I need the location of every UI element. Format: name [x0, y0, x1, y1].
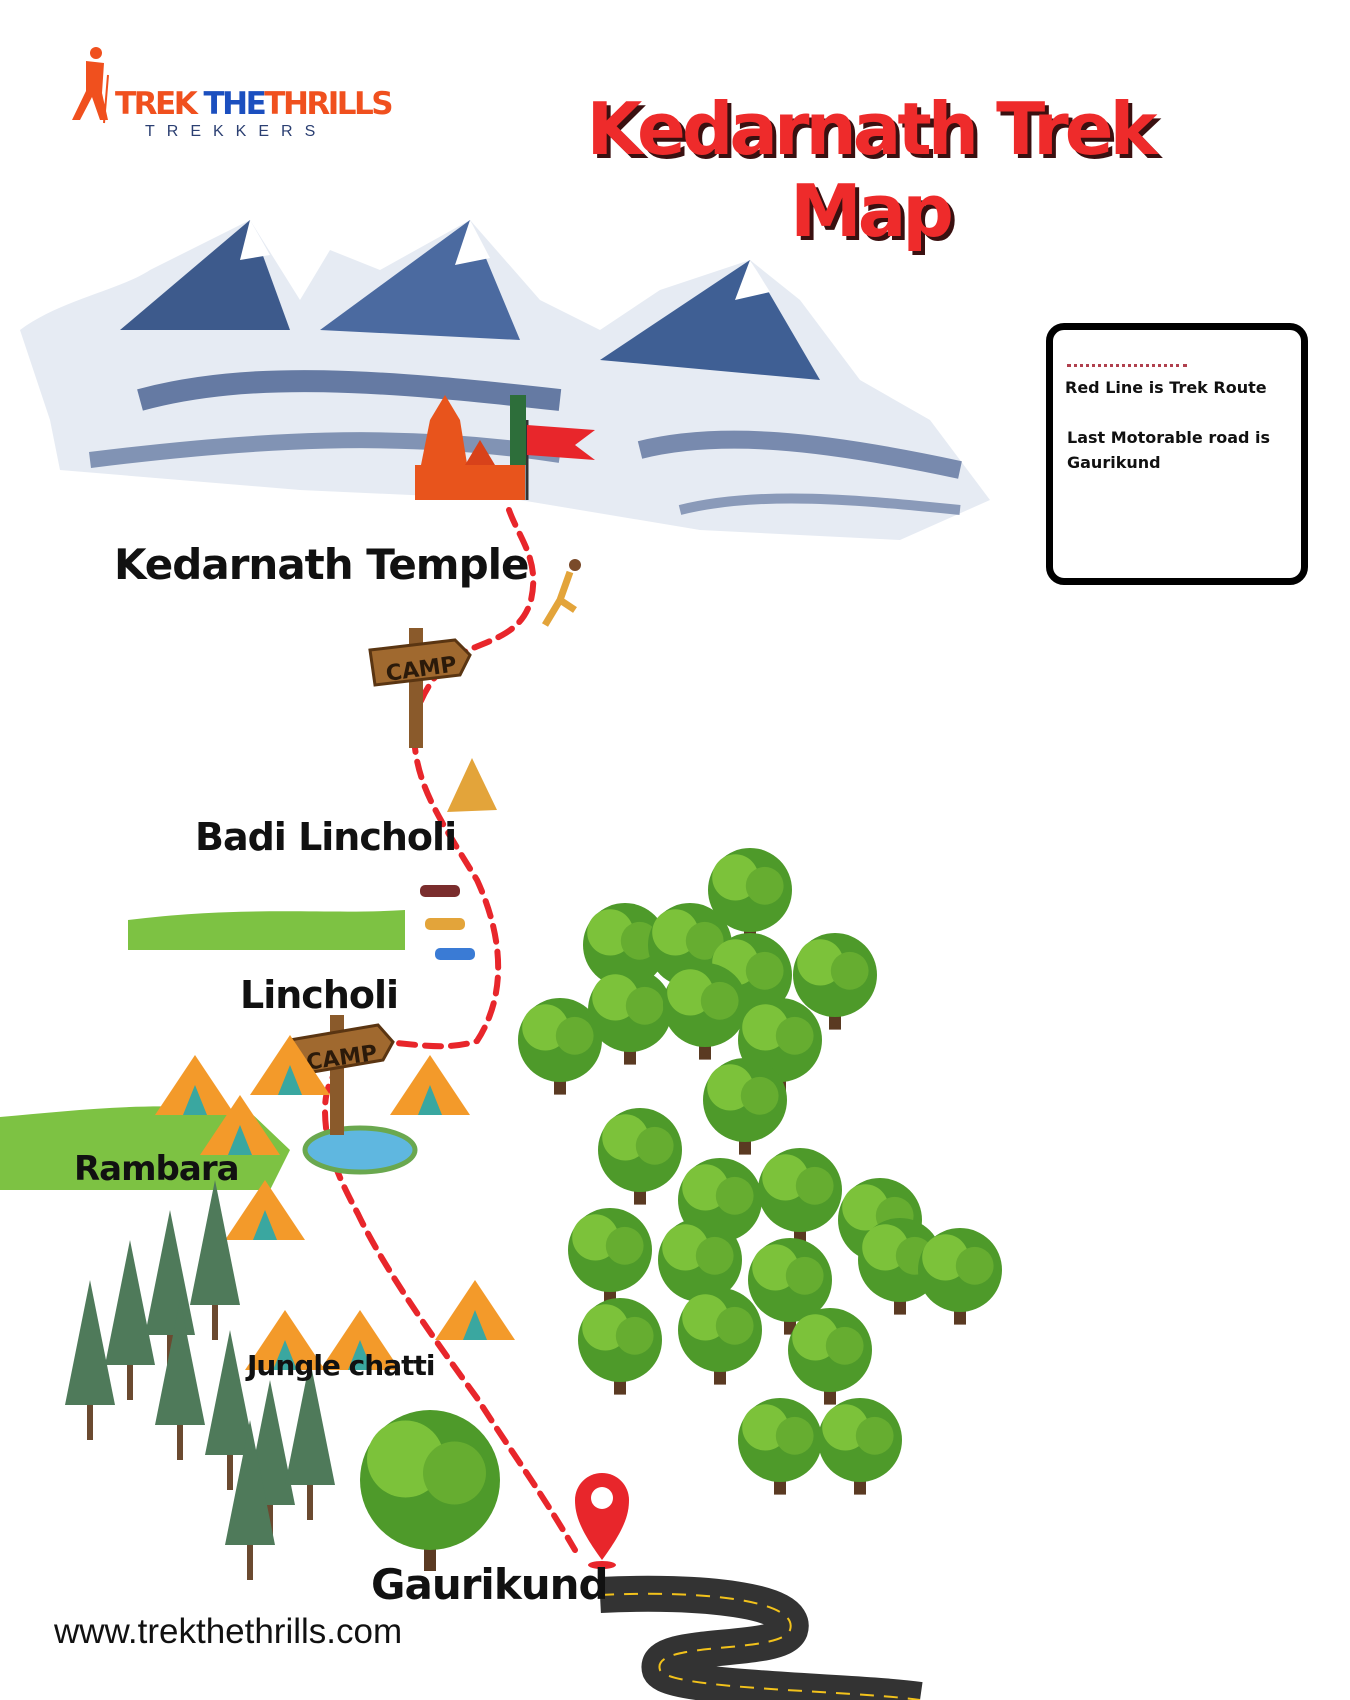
tree-icon [703, 1058, 787, 1155]
title-line: Kedarnath Trek [586, 87, 1157, 171]
tent-icon [200, 1095, 280, 1155]
tent-icon [250, 1035, 330, 1095]
road [599, 1575, 923, 1700]
tree-icon [818, 1398, 902, 1495]
stop-label-gaurikund: Gaurikund [371, 1560, 609, 1609]
tree-icon [758, 1148, 842, 1245]
logo-word: THRILLS [264, 86, 393, 122]
tree-icon [588, 968, 672, 1065]
logo-wordmark: TREK THETHRILLS [115, 86, 394, 122]
tree-icon [788, 1308, 872, 1405]
mountain-range [20, 220, 990, 540]
website-link[interactable]: www.trekthethrills.com [54, 1612, 403, 1651]
tent-icon [390, 1055, 470, 1115]
pine-tree-icon [155, 1300, 205, 1460]
stop-label-jungle-chatti: Jungle chatti [247, 1349, 435, 1382]
tree-icon [578, 1298, 662, 1395]
tree-icon [598, 1108, 682, 1205]
pine-tree-icon [205, 1330, 255, 1490]
tent-icon [435, 1280, 515, 1340]
forest [360, 848, 1002, 1571]
tree-icon [360, 1410, 500, 1571]
pine-tree-icon [190, 1180, 240, 1340]
tree-icon [658, 1218, 742, 1315]
tents [155, 1035, 515, 1370]
hiker-logo-icon [72, 47, 109, 124]
page-title: Kedarnath Trek Map [520, 88, 1220, 252]
tent-icon [155, 1055, 235, 1115]
tree-icon [678, 1288, 762, 1385]
tree-icon [918, 1228, 1002, 1325]
direction-arrow-icon [447, 758, 497, 812]
title-line: Map [790, 169, 954, 253]
legend-note: Last Motorable road is Gaurikund [1067, 428, 1271, 472]
stop-label-lincholi: Lincholi [240, 973, 399, 1017]
logo-word: TREK [115, 86, 204, 122]
pond [302, 1125, 418, 1175]
stop-label-rambara: Rambara [74, 1149, 240, 1189]
tent-icon [320, 1310, 400, 1370]
hikers-group-icon [420, 885, 475, 960]
tree-icon [793, 933, 877, 1030]
tree-icon [518, 998, 602, 1095]
tree-icon [708, 933, 792, 1030]
pine-tree-icon [225, 1420, 275, 1580]
pine-tree-icon [285, 1360, 335, 1520]
climber-icon [541, 559, 581, 627]
pine-tree-icon [105, 1240, 155, 1400]
grass-field [0, 1106, 290, 1190]
legend-box: Red Line is Trek Route Last Motorable ro… [1046, 323, 1308, 585]
pine-forest [65, 1180, 335, 1580]
camp-sign-1: CAMP [368, 628, 472, 748]
stop-label-badi-lincholi: Badi Lincholi [195, 815, 457, 859]
legend-route-swatch [1067, 364, 1187, 367]
location-pin-icon [575, 1473, 629, 1569]
legend-route-label: Red Line is Trek Route [1065, 378, 1267, 397]
tent-icon [225, 1180, 305, 1240]
tree-icon [568, 1208, 652, 1305]
tree-icon [663, 963, 747, 1060]
camp-sign-2: CAMP [288, 1015, 395, 1135]
logo-subtitle: TREKKERS [145, 123, 328, 140]
grass-field [128, 910, 405, 950]
pine-tree-icon [65, 1280, 115, 1440]
tent-icon [245, 1310, 325, 1370]
stop-label-kedarnath: Kedarnath Temple [114, 540, 530, 589]
logo-word: THE [203, 86, 267, 122]
tree-icon [738, 1398, 822, 1495]
temple-icon [415, 395, 595, 500]
tree-icon [748, 1238, 832, 1335]
